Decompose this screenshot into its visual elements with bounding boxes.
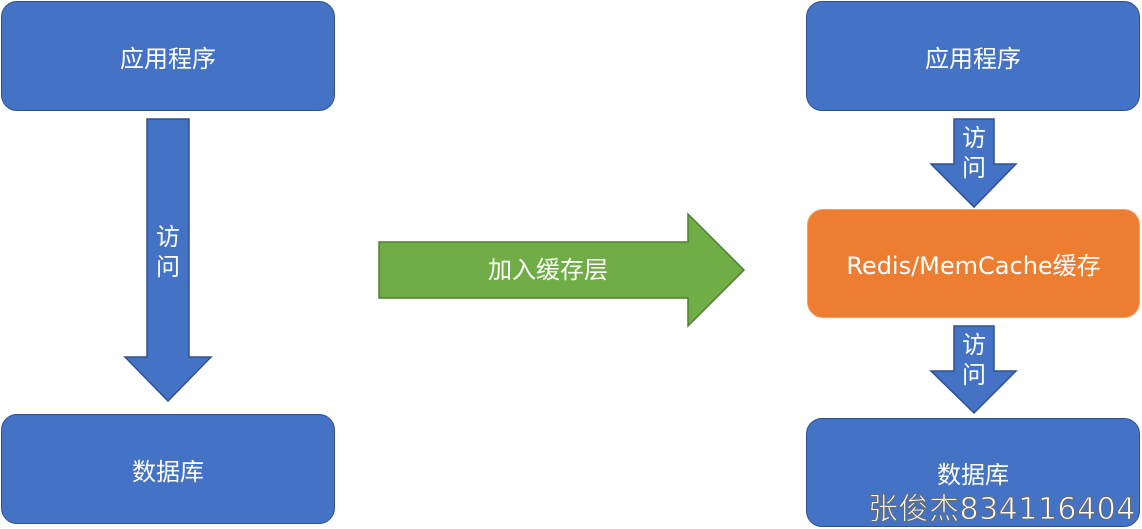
left-database-box: 数据库: [1, 414, 335, 524]
cache-layer-label: Redis/MemCache缓存: [846, 252, 1101, 280]
author-watermark: 张俊杰834116404: [868, 492, 1136, 528]
right-lower-down-arrow: [929, 325, 1018, 415]
left-access-char-2: 问: [156, 253, 180, 281]
right-upper-down-arrow: [929, 118, 1018, 209]
right-access-label-1: 访 问: [959, 123, 989, 183]
right-access1-char-1: 访: [962, 124, 986, 152]
right-access1-char-2: 问: [962, 154, 986, 182]
right-application-box: 应用程序: [806, 1, 1140, 111]
right-database-label: 数据库: [937, 461, 1009, 489]
right-access-label-2: 访 问: [959, 330, 989, 390]
left-access-label: 访 问: [153, 222, 183, 282]
left-down-arrow: [123, 118, 213, 403]
cache-layer-box: Redis/MemCache缓存: [807, 209, 1140, 318]
left-database-label: 数据库: [132, 457, 204, 486]
add-cache-layer-label: 加入缓存层: [488, 256, 608, 284]
right-access2-char-2: 问: [962, 361, 986, 389]
right-database-box: 数据库: [806, 418, 1140, 527]
left-application-label: 应用程序: [120, 44, 216, 73]
add-cache-layer-arrow: [378, 212, 746, 328]
left-application-box: 应用程序: [1, 1, 335, 111]
right-access2-char-1: 访: [962, 331, 986, 359]
right-application-label: 应用程序: [925, 44, 1021, 73]
left-access-char-1: 访: [156, 223, 180, 251]
